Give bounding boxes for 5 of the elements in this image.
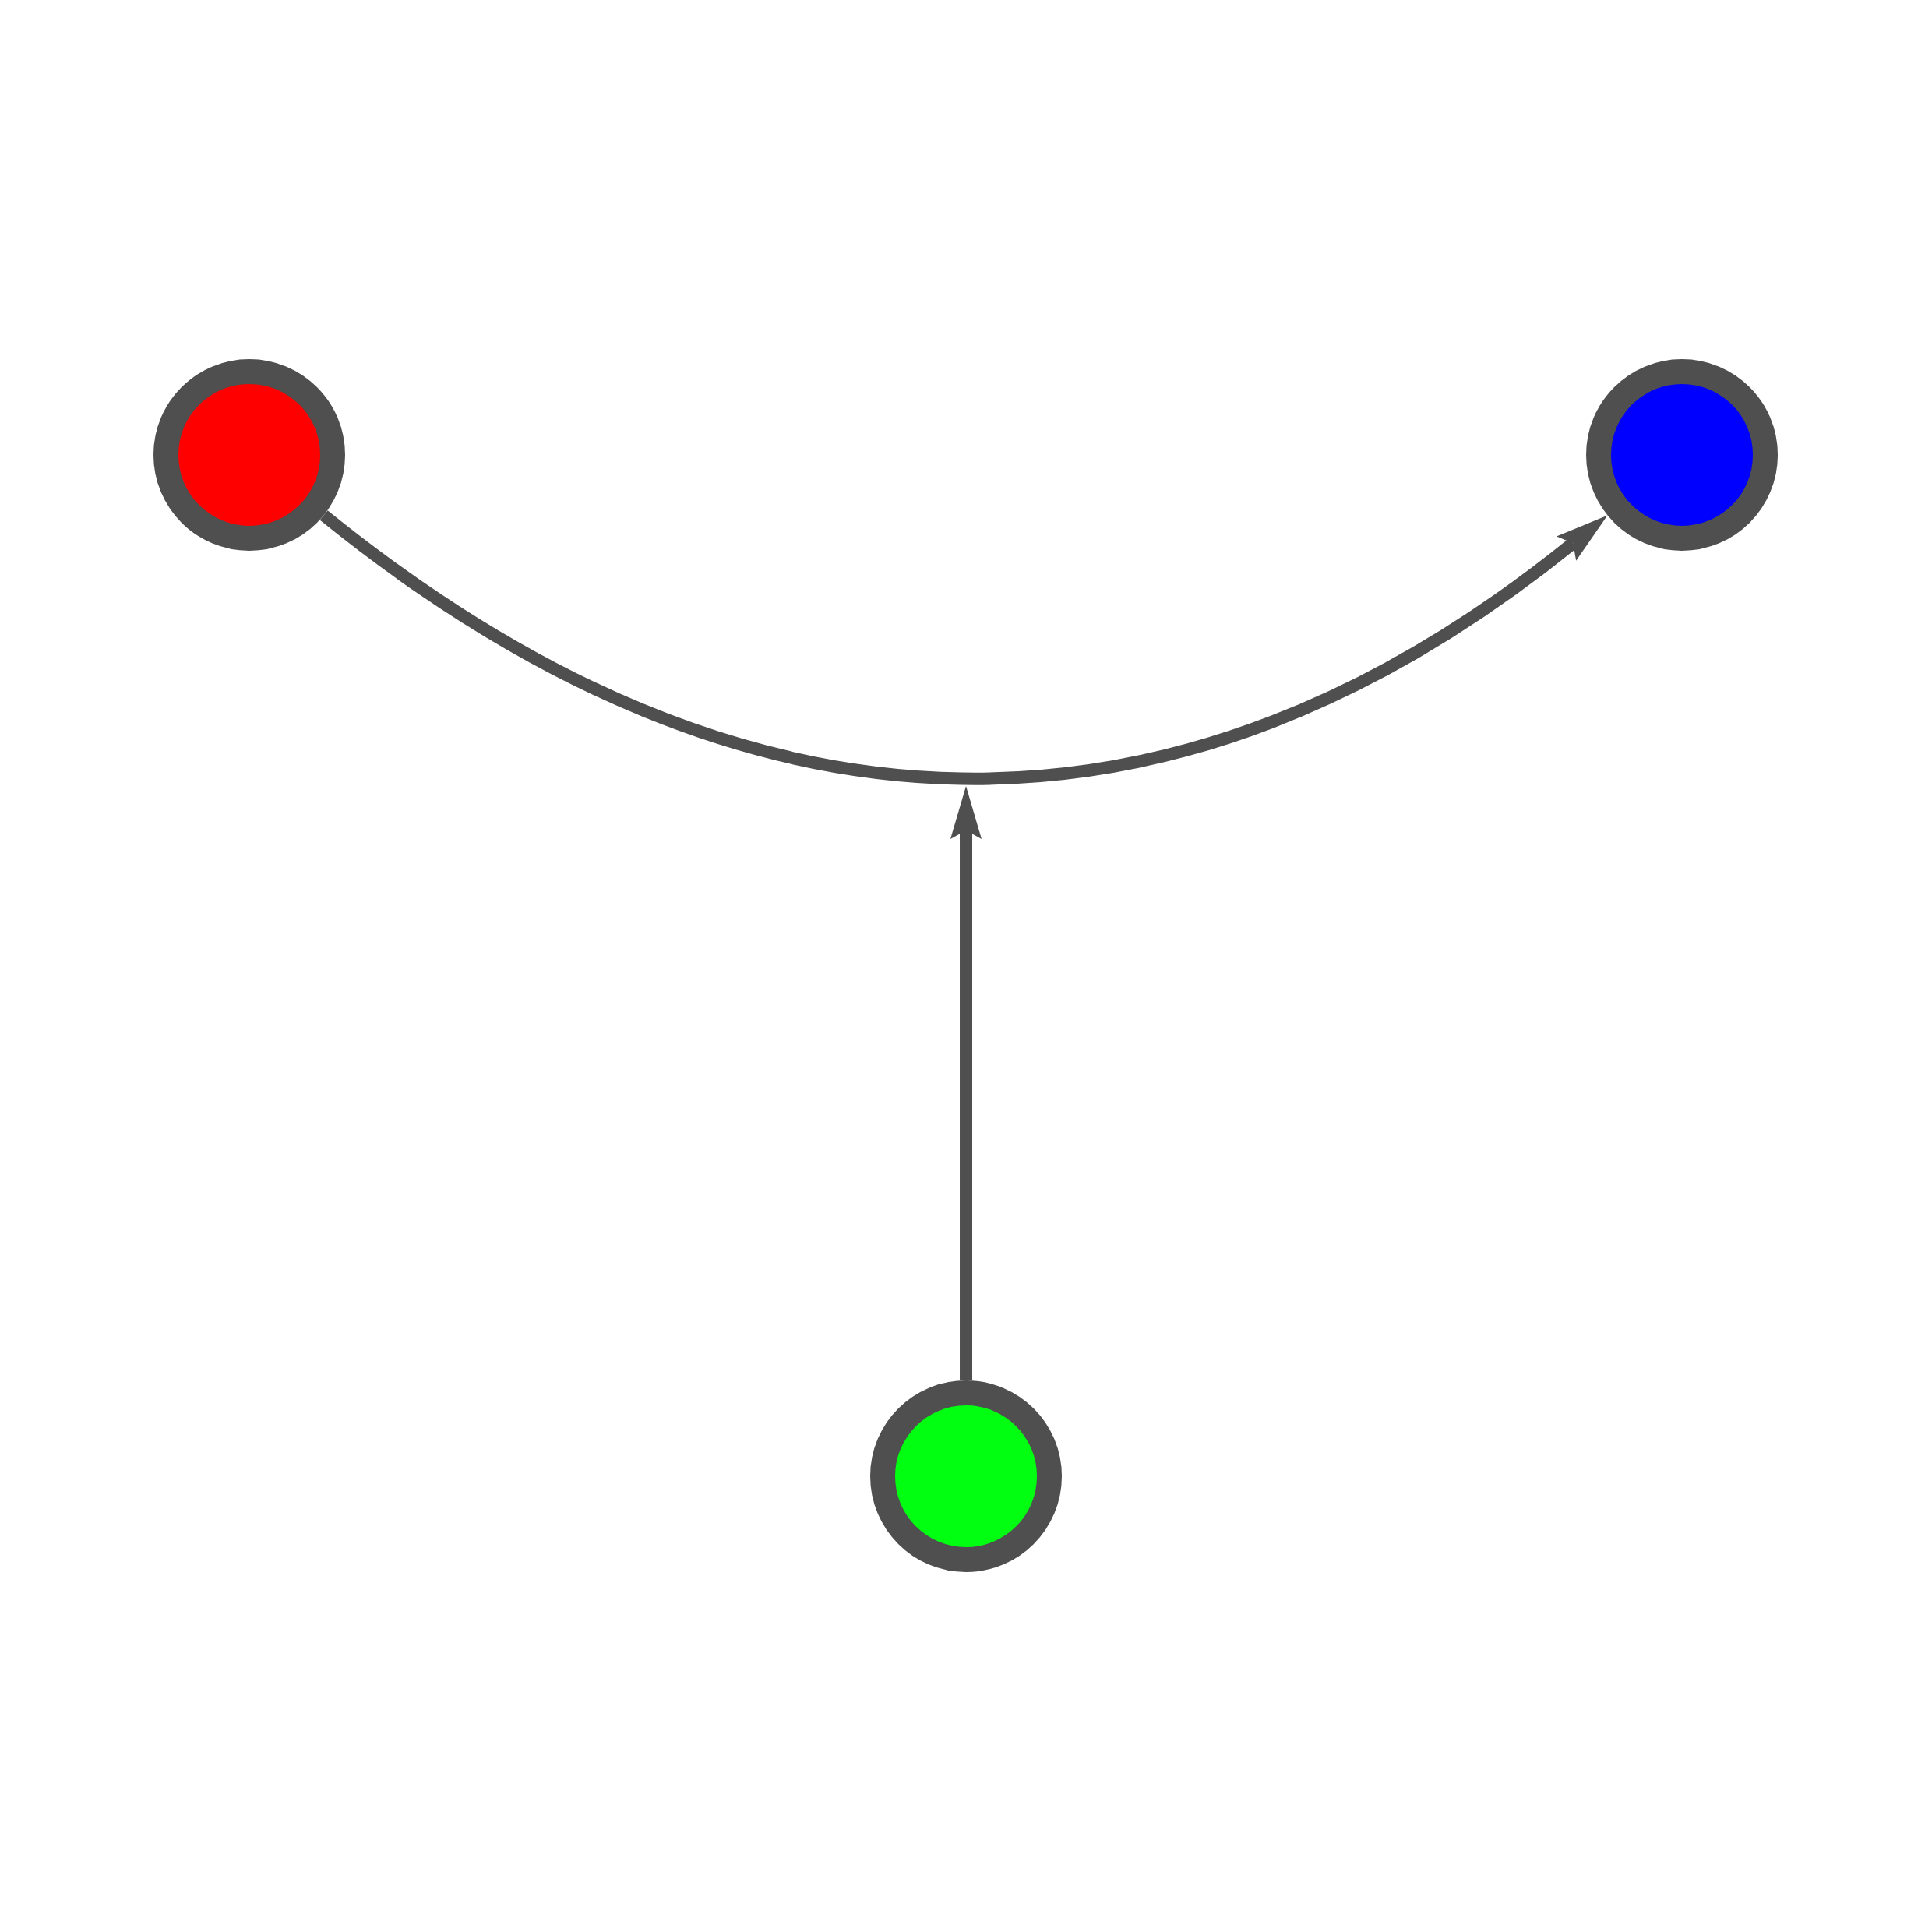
- curved-arrow: [319, 509, 1608, 785]
- circle-node: [1586, 358, 1779, 551]
- circle-node: [153, 358, 345, 551]
- arrow: [950, 786, 982, 1380]
- circle-node: [870, 1380, 1062, 1572]
